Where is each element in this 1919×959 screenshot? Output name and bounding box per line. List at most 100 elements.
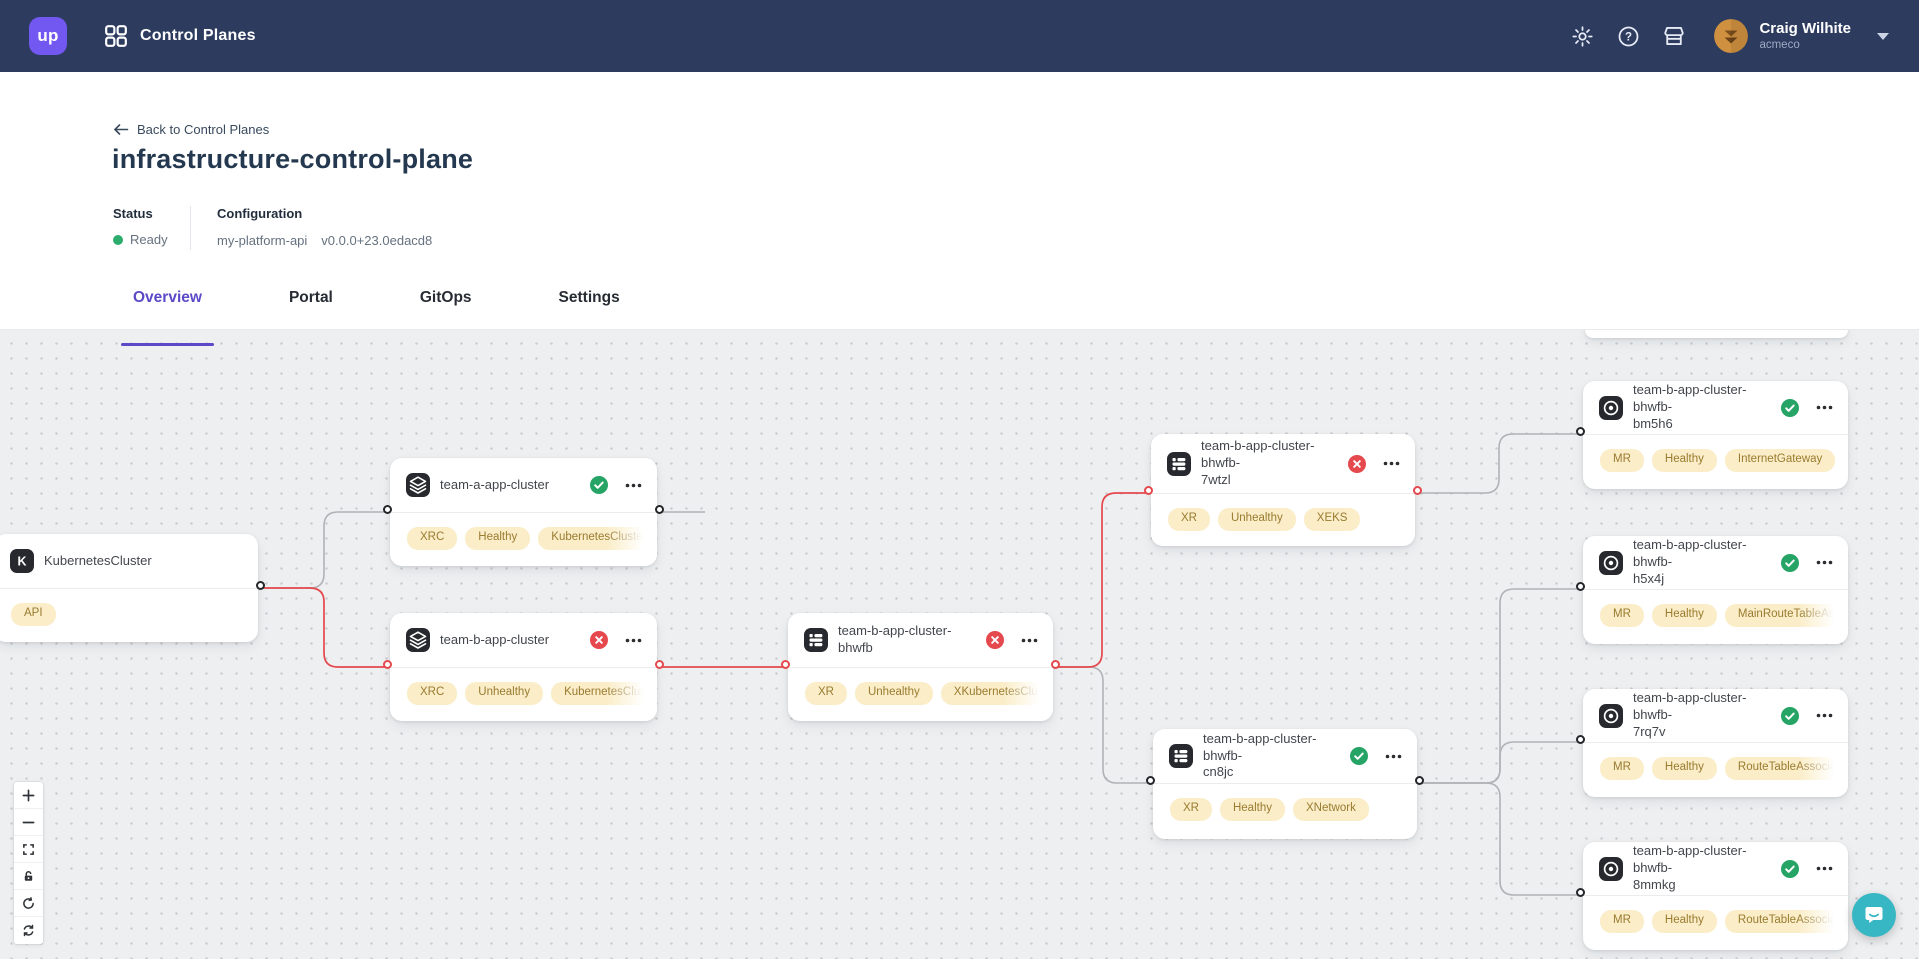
back-link[interactable]: Back to Control Planes	[113, 122, 269, 137]
node-partial-node-top-right[interactable]	[1585, 330, 1848, 338]
node-handle-right[interactable]	[655, 505, 664, 514]
node-badge: Healthy	[1651, 449, 1717, 472]
composite-resource-icon	[1169, 744, 1193, 768]
svg-text:K: K	[17, 555, 26, 569]
managed-resource-icon	[1599, 550, 1623, 575]
page-header: Back to Control Planes infrastructure-co…	[0, 72, 1919, 346]
node-handle-right[interactable]	[1413, 486, 1422, 495]
user-menu[interactable]: Craig Wilhite acmeco	[1714, 19, 1889, 53]
node-label: team-b-app-cluster-bhwfb-h5x4j	[1633, 537, 1747, 586]
node-handle-left[interactable]	[1144, 486, 1153, 495]
navbar-right: ?	[1548, 19, 1889, 53]
node-handle-right[interactable]	[1051, 660, 1060, 669]
tab-portal[interactable]: Portal	[288, 289, 333, 306]
node-handle-left[interactable]	[1576, 427, 1585, 436]
help-icon[interactable]: ?	[1616, 24, 1640, 48]
edge-team-b-app-cluster-bhwfb-cn8jc-to-team-b-app-cluster-bhwfb-7rq7v	[1417, 741, 1583, 784]
healthy-status-icon	[1350, 747, 1368, 765]
node-badge: MR	[1600, 449, 1644, 472]
node-badge: XRC	[407, 682, 458, 705]
reset-view-button[interactable]	[14, 890, 43, 917]
node-handle-right[interactable]	[256, 581, 265, 590]
node-handle-left[interactable]	[1146, 776, 1155, 785]
healthy-status-icon	[1781, 859, 1799, 878]
node-handle-left[interactable]	[1576, 735, 1585, 744]
node-menu-button[interactable]	[1014, 634, 1038, 647]
user-menu-caret[interactable]	[1877, 32, 1889, 40]
node-badge: RouteTableAssociation	[1724, 757, 1848, 780]
node-team-b-app-cluster-bhwfb-bm5h6[interactable]: team-b-app-cluster-bhwfb-bm5h6 MR Healthy…	[1576, 381, 1848, 489]
node-menu-button[interactable]	[1809, 709, 1833, 722]
configuration-label: Configuration	[217, 206, 303, 221]
healthy-status-icon	[1781, 553, 1799, 572]
managed-resource-icon	[1599, 395, 1623, 420]
node-label: team-b-app-cluster-bhwfb-8mmkg	[1633, 843, 1747, 892]
node-handle-left[interactable]	[1576, 582, 1585, 591]
node-handle-left[interactable]	[1576, 888, 1585, 897]
settings-icon[interactable]	[1570, 24, 1594, 48]
node-menu-button[interactable]	[618, 479, 642, 492]
node-handle-left[interactable]	[383, 505, 392, 514]
edge-team-b-app-cluster-bhwfb-to-team-b-app-cluster-bhwfb-7wtzl	[1053, 492, 1151, 668]
app-title: Control Planes	[140, 27, 256, 44]
status-indicator	[113, 234, 123, 245]
graph-canvas[interactable]: K KubernetesCluster API team-a-app-clust…	[0, 329, 1919, 959]
page-title: infrastructure-control-plane	[112, 144, 474, 174]
node-badge: Unhealthy	[465, 682, 544, 705]
zoom-out-button[interactable]	[14, 809, 43, 836]
re-layout-button[interactable]	[14, 917, 43, 944]
tab-settings[interactable]: Settings	[558, 289, 620, 306]
svg-text:?: ?	[1625, 31, 1632, 43]
user-name: Craig Wilhite	[1759, 20, 1851, 38]
node-menu-button[interactable]	[1378, 750, 1402, 763]
node-menu-button[interactable]	[1809, 401, 1833, 414]
chat-launcher[interactable]	[1852, 893, 1896, 937]
composite-resource-icon	[1167, 451, 1191, 476]
node-badge: MR	[1600, 604, 1644, 627]
node-menu-button[interactable]	[1809, 556, 1833, 569]
node-menu-button[interactable]	[1809, 862, 1833, 875]
marketplace-icon[interactable]	[1662, 24, 1686, 48]
configuration-name: my-platform-api	[217, 233, 308, 248]
apps-grid-icon[interactable]	[104, 24, 128, 48]
tab-gitops[interactable]: GitOps	[419, 289, 472, 306]
node-handle-left[interactable]	[383, 660, 392, 669]
node-handle-right[interactable]	[655, 660, 664, 669]
zoom-in-button[interactable]	[14, 782, 43, 809]
fit-view-button[interactable]	[14, 836, 43, 863]
node-badge: MR	[1600, 757, 1644, 780]
app-logo[interactable]: up	[29, 17, 67, 55]
claim-layers-icon	[406, 473, 430, 497]
edge-team-b-app-cluster-bhwfb-cn8jc-to-team-b-app-cluster-bhwfb-8mmkg	[1417, 782, 1583, 896]
node-handle-left[interactable]	[781, 660, 790, 669]
node-badge: Healthy	[1651, 910, 1717, 933]
node-badge: KubernetesCluster	[551, 682, 657, 705]
edge-team-b-app-cluster-bhwfb-to-team-b-app-cluster-bhwfb-cn8jc	[1053, 666, 1153, 784]
node-handle-right[interactable]	[1415, 776, 1424, 785]
node-kubernetescluster[interactable]: K KubernetesCluster API	[0, 534, 265, 642]
unhealthy-status-icon	[1348, 454, 1366, 473]
node-badge: XR	[805, 682, 847, 705]
node-menu-button[interactable]	[618, 634, 642, 647]
canvas-controls	[14, 782, 43, 944]
node-label: team-b-app-cluster-bhwfb-bm5h6	[1633, 382, 1747, 431]
toggle-interactivity-button[interactable]	[14, 863, 43, 890]
status-block: Status Ready	[113, 206, 168, 247]
node-menu-button[interactable]	[1376, 457, 1400, 470]
tab-overview[interactable]: Overview	[121, 287, 214, 346]
healthy-status-icon	[590, 476, 608, 494]
managed-resource-icon	[1599, 856, 1623, 881]
